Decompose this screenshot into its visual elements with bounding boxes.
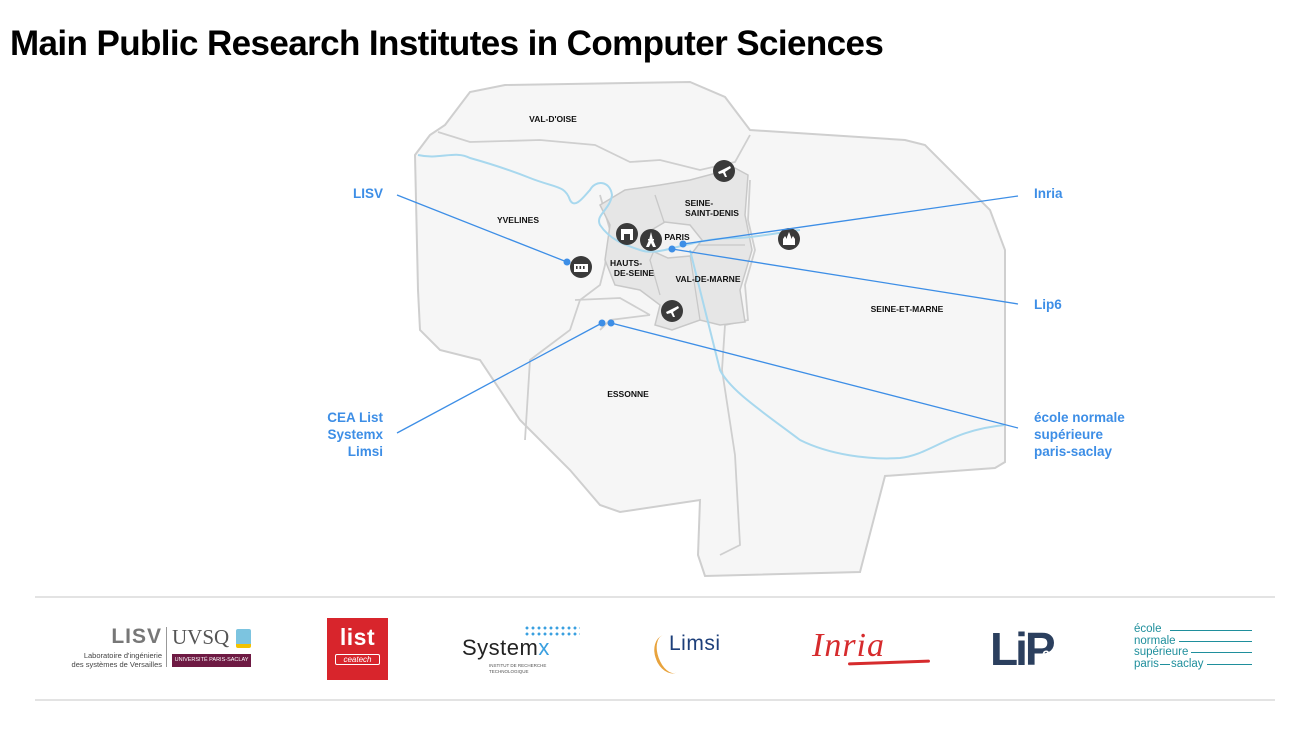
disney-castle-icon bbox=[778, 228, 800, 250]
inria-dot bbox=[679, 240, 687, 248]
ens-line-paris-saclay: paris saclay bbox=[1134, 657, 1252, 671]
ens-dash bbox=[1159, 663, 1170, 665]
region-paris: PARIS bbox=[664, 232, 690, 242]
ens-paris-saclay-logo: école normale supérieure paris saclay bbox=[1134, 623, 1252, 676]
systemx-wordmark: Systemx bbox=[462, 635, 550, 661]
region-seine-saint-denis-line1: SEINE- bbox=[685, 198, 714, 208]
palace-versailles-icon bbox=[570, 256, 592, 278]
location-dots bbox=[563, 240, 687, 327]
uvsq-band: UNIVERSITÉ PARIS-SACLAY bbox=[172, 654, 251, 667]
ens-rule bbox=[1206, 663, 1252, 665]
systemx-x: x bbox=[538, 635, 550, 660]
airplane-icon bbox=[661, 300, 683, 322]
eiffel-tower-icon bbox=[640, 229, 662, 251]
lip-wordmark: LiP bbox=[990, 623, 1056, 675]
systemx-sub-line2: TECHNOLOGIQUE bbox=[489, 669, 529, 674]
ceatech-wordmark: ceatech bbox=[335, 654, 380, 665]
lisv-separator bbox=[166, 627, 167, 667]
list-wordmark: list bbox=[339, 624, 376, 650]
systemx-logo: Systemx INSTITUT DE RECHERCHE TECHNOLOGI… bbox=[462, 625, 582, 677]
ens-text-paris: paris bbox=[1134, 657, 1159, 670]
ens-top-rule bbox=[1170, 630, 1252, 631]
saclay-dot-1 bbox=[598, 319, 606, 327]
systemx-main: System bbox=[462, 635, 539, 660]
lisv-acronym: LISV bbox=[111, 625, 162, 648]
limsi-logo: Limsi bbox=[649, 630, 745, 680]
region-yvelines: YVELINES bbox=[497, 215, 539, 225]
ens-line-ecole: école bbox=[1134, 623, 1252, 636]
ens-text-ecole: école bbox=[1134, 623, 1162, 635]
label-lisv: LISV bbox=[353, 186, 383, 201]
logo-bar-top-divider bbox=[35, 596, 1275, 598]
region-val-doise: VAL-D'OISE bbox=[529, 114, 577, 124]
ens-text-normale: normale bbox=[1134, 634, 1176, 647]
saclay-dot-2 bbox=[607, 319, 615, 327]
label-inria: Inria bbox=[1034, 186, 1063, 201]
ens-rule bbox=[1178, 640, 1252, 642]
region-hauts-de-seine-line1: HAUTS- bbox=[610, 258, 642, 268]
systemx-sub-line1: INSTITUT DE RECHERCHE bbox=[489, 663, 547, 668]
logo-bar-bottom-divider bbox=[35, 699, 1275, 701]
lip-six: 6 bbox=[1042, 647, 1050, 663]
ens-line-superieure: supérieure bbox=[1134, 646, 1252, 659]
label-systemx: Systemx bbox=[327, 427, 383, 442]
list-ceatech-logo: list ceatech bbox=[327, 618, 388, 680]
arc-de-triomphe-icon bbox=[616, 223, 638, 245]
region-val-de-marne: VAL-DE-MARNE bbox=[675, 274, 740, 284]
label-ens-line2: supérieure bbox=[1034, 427, 1104, 442]
ens-text-saclay: saclay bbox=[1170, 657, 1204, 670]
systemx-dots bbox=[524, 625, 580, 637]
lisv-subtitle-line2: des systèmes de Versailles bbox=[71, 660, 162, 669]
region-seine-saint-denis-line2: SAINT-DENIS bbox=[685, 208, 739, 218]
label-cea-list: CEA List bbox=[327, 410, 383, 425]
limsi-wordmark: Limsi bbox=[669, 632, 721, 655]
page-title: Main Public Research Institutes in Compu… bbox=[10, 24, 884, 63]
connector-lines bbox=[396, 194, 1019, 434]
inria-wordmark: Inria bbox=[812, 627, 885, 664]
uvsq-emblem bbox=[236, 629, 251, 648]
lisv-dot bbox=[563, 258, 571, 266]
region-hauts-de-seine-line2: DE-SEINE bbox=[614, 268, 654, 278]
lip6-logo: LiP 6 bbox=[990, 620, 1060, 680]
ens-rule bbox=[1191, 652, 1252, 654]
inria-logo: Inria bbox=[808, 627, 933, 671]
uvsq-wordmark: UVSQ bbox=[172, 625, 230, 649]
ens-text-superieure: supérieure bbox=[1134, 646, 1189, 658]
region-essonne: ESSONNE bbox=[607, 389, 649, 399]
lisv-uvsq-logo: LISV Laboratoire d'ingénierie des systèm… bbox=[60, 625, 255, 675]
ile-de-france-map: VAL-D'OISE YVELINES SEINE- SAINT-DENIS P… bbox=[327, 80, 1125, 578]
airplane-icon bbox=[713, 160, 735, 182]
lisv-subtitle-line1: Laboratoire d'ingénierie bbox=[83, 651, 162, 660]
ens-line-normale: normale bbox=[1134, 634, 1252, 648]
label-ens-line1: école normale bbox=[1034, 410, 1125, 425]
label-limsi: Limsi bbox=[348, 444, 383, 459]
lip6-dot bbox=[668, 245, 676, 253]
label-ens-line3: paris-saclay bbox=[1034, 444, 1113, 459]
region-seine-et-marne: SEINE-ET-MARNE bbox=[871, 304, 944, 314]
label-lip6: Lip6 bbox=[1034, 297, 1062, 312]
